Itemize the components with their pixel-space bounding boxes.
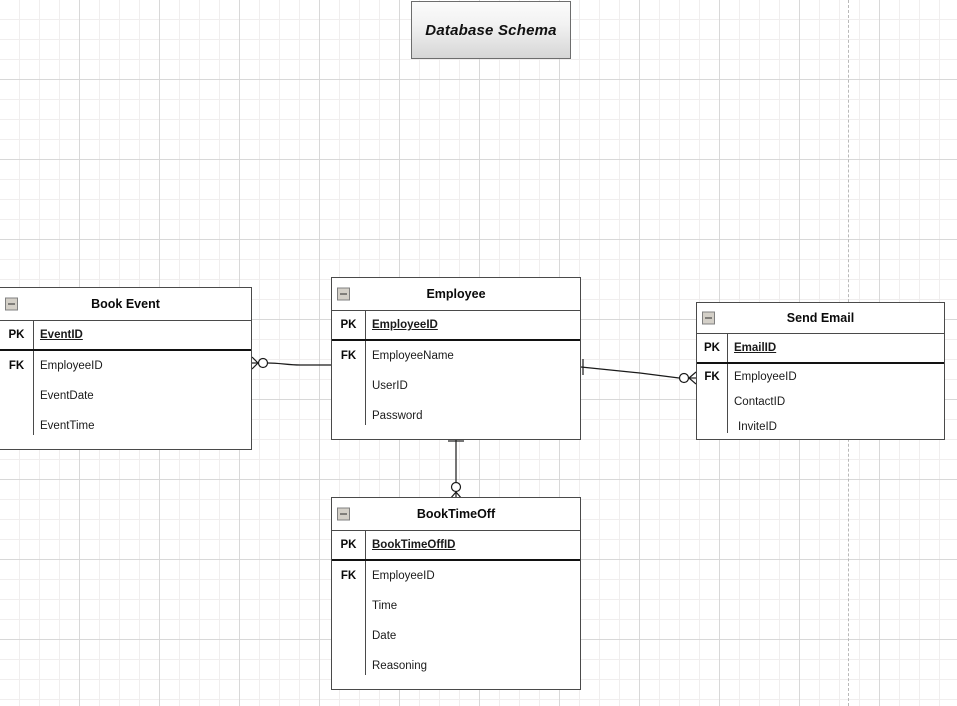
key-gutter-divider	[365, 561, 366, 675]
entity-title: Send Email	[786, 311, 855, 325]
attribute-key-label: PK	[340, 319, 357, 331]
attribute-name: InviteID	[738, 420, 777, 433]
key-gutter-divider	[727, 334, 728, 362]
entity-pk-band: PK BookTimeOffID	[332, 531, 580, 561]
collapse-minus-icon[interactable]	[337, 287, 350, 301]
attribute-row[interactable]: FK EmployeeID	[697, 364, 944, 389]
attribute-key-label: FK	[340, 350, 357, 362]
attribute-row[interactable]: EventDate	[0, 381, 251, 411]
key-gutter-divider	[365, 531, 366, 559]
entity-pk-band: PK EmailID	[697, 334, 944, 364]
attribute-name: EventTime	[40, 420, 95, 432]
attribute-key-label: PK	[340, 539, 357, 551]
entity-title: Employee	[426, 287, 486, 301]
attribute-name: EmployeeID	[734, 370, 797, 383]
attribute-name: EmployeeID	[372, 319, 438, 331]
attribute-row[interactable]: Password	[332, 401, 580, 431]
attribute-name: EmployeeName	[372, 350, 454, 362]
key-gutter-divider	[365, 341, 366, 425]
entity-header-book-time-off[interactable]: BookTimeOff	[332, 498, 580, 531]
attribute-key-label: FK	[340, 570, 357, 582]
connector-employee-book-event	[251, 356, 334, 373]
attribute-row[interactable]: Date	[332, 621, 580, 651]
attribute-name: EventDate	[40, 390, 94, 402]
key-gutter-divider	[365, 311, 366, 339]
attribute-name: EmployeeID	[40, 360, 103, 372]
attribute-name: EmailID	[734, 342, 777, 354]
attribute-name: Reasoning	[372, 660, 427, 672]
attribute-row[interactable]: FK EmployeeID	[0, 351, 251, 381]
attribute-row[interactable]: InviteID	[697, 414, 944, 439]
attribute-name: Password	[372, 410, 423, 422]
entity-title: BookTimeOff	[416, 507, 496, 521]
entity-attribute-band: FK EmployeeID ContactID InviteID	[697, 364, 944, 439]
collapse-minus-icon[interactable]	[702, 311, 715, 325]
attribute-row[interactable]: PK BookTimeOffID	[332, 531, 580, 559]
attribute-name: EventID	[40, 329, 83, 341]
entity-header-book-event[interactable]: Book Event	[0, 288, 251, 321]
entity-pk-band: PK EventID	[0, 321, 251, 351]
attribute-name: UserID	[372, 380, 408, 392]
attribute-row[interactable]: UserID	[332, 371, 580, 401]
attribute-row[interactable]: EventTime	[0, 411, 251, 441]
entity-header-send-email[interactable]: Send Email	[697, 303, 944, 334]
attribute-row[interactable]: FK EmployeeName	[332, 341, 580, 371]
attribute-name: EmployeeID	[372, 570, 435, 582]
attribute-key-label: PK	[704, 342, 720, 354]
attribute-key-label: FK	[8, 360, 25, 372]
attribute-name: Time	[372, 600, 398, 612]
attribute-name: BookTimeOffID	[372, 539, 456, 551]
connector-employee-book-time-off	[448, 440, 464, 500]
key-gutter-divider	[727, 364, 728, 433]
attribute-key-label: PK	[8, 329, 25, 341]
key-gutter-divider	[33, 321, 34, 349]
attribute-name: ContactID	[734, 395, 786, 408]
entity-pk-band: PK EmployeeID	[332, 311, 580, 341]
attribute-name: Date	[372, 630, 397, 642]
entity-title: Book Event	[91, 297, 160, 311]
entity-header-employee[interactable]: Employee	[332, 278, 580, 311]
diagram-title-box[interactable]: Database Schema	[411, 1, 571, 59]
collapse-minus-icon[interactable]	[5, 297, 18, 311]
collapse-minus-icon[interactable]	[337, 507, 350, 521]
attribute-row[interactable]: FK EmployeeID	[332, 561, 580, 591]
attribute-row[interactable]: PK EventID	[0, 321, 251, 349]
attribute-row[interactable]: Time	[332, 591, 580, 621]
page-title: Database Schema	[425, 21, 557, 39]
attribute-row[interactable]: PK EmployeeID	[332, 311, 580, 339]
attribute-row[interactable]: PK EmailID	[697, 334, 944, 362]
key-gutter-divider	[33, 351, 34, 435]
connector-employee-send-email	[580, 359, 697, 385]
attribute-key-label: FK	[704, 370, 720, 383]
attribute-row[interactable]: Reasoning	[332, 651, 580, 681]
attribute-row[interactable]: ContactID	[697, 389, 944, 414]
